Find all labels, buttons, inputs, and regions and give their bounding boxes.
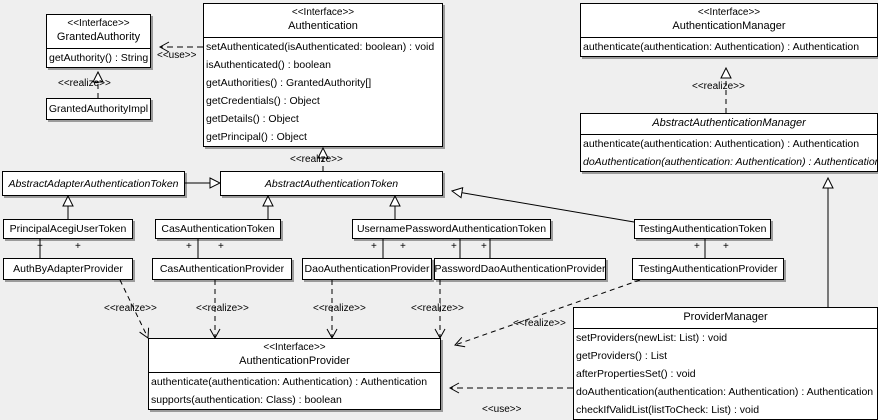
class-testing-authentication-provider[interactable]: TestingAuthenticationProvider (632, 258, 784, 280)
class-name: UsernamePasswordAuthenticationToken (356, 223, 547, 235)
multiplicity-marker: + (75, 241, 81, 252)
multiplicity-marker: + (400, 241, 406, 252)
class-header: AbstractAuthenticationManager (581, 114, 877, 134)
class-name: CasAuthenticationToken (161, 223, 275, 235)
operation-row: getProviders() : List (576, 350, 668, 362)
class-name: PrincipalAcegiUserToken (9, 223, 127, 235)
class-name: PasswordDaoAuthenticationProvider (434, 263, 606, 275)
class-authentication[interactable]: <<Interface>> Authentication setAuthenti… (203, 3, 443, 147)
class-name: ProviderManager (683, 311, 768, 323)
class-header: <<Interface>> GrantedAuthority (47, 15, 150, 48)
operation-row: getCredentials() : Object (206, 95, 320, 107)
class-abstract-adapter-authentication-token[interactable]: AbstractAdapterAuthenticationToken (2, 171, 185, 196)
operation-row: getAuthority() : String (49, 52, 149, 64)
operations-compartment: getAuthority() : String (47, 48, 150, 67)
relation-label-use-provider-manager: <<use>> (482, 404, 522, 415)
class-testing-authentication-token[interactable]: TestingAuthenticationToken (634, 219, 771, 239)
class-name: Authentication (288, 20, 358, 32)
class-name: AbstractAdapterAuthenticationToken (8, 177, 179, 190)
class-name: AbstractAuthenticationManager (652, 117, 806, 129)
relation-label-realize-auth-by-adapter-provider: <<realize>> (104, 303, 157, 314)
stereotype-label: <<Interface>> (67, 18, 130, 29)
stereotype-label: <<Interface>> (697, 7, 761, 18)
relation-label-realize-provider-manager: <<realize>> (513, 318, 566, 329)
multiplicity-marker: + (371, 241, 377, 252)
class-authentication-manager[interactable]: <<Interface>> AuthenticationManager auth… (580, 3, 878, 57)
class-name: CasAuthenticationProvider (159, 263, 285, 275)
class-principal-acegi-user-token[interactable]: PrincipalAcegiUserToken (3, 219, 133, 239)
multiplicity-marker: + (451, 241, 457, 252)
operation-row: checkIfValidList(listToCheck: List) : vo… (576, 404, 760, 416)
operation-row: getPrincipal() : Object (206, 131, 307, 143)
operation-row: afterPropertiesSet() : void (576, 368, 696, 380)
operation-row: authenticate(authentication: Authenticat… (583, 41, 860, 53)
class-name: AuthenticationManager (672, 20, 786, 32)
class-header: ProviderManager (574, 308, 877, 328)
operation-row: authenticate(authentication: Authenticat… (583, 138, 860, 150)
relation-label-realize-password-dao-authentication-provider: <<realize>> (411, 303, 464, 314)
class-name: AbstractAuthenticationToken (264, 177, 399, 190)
multiplicity-marker: + (481, 241, 487, 252)
class-header: <<Interface>> Authentication (204, 4, 442, 37)
relation-label-realize-abstract-authentication-token: <<realize>> (290, 154, 343, 165)
class-abstract-authentication-token[interactable]: AbstractAuthenticationToken (220, 171, 443, 196)
relation-label-use-authentication: <<use>> (157, 50, 197, 61)
operation-row: getAuthorities() : GrantedAuthority[] (206, 77, 372, 89)
class-granted-authority[interactable]: <<Interface>> GrantedAuthority getAuthor… (46, 14, 151, 68)
class-name: GrantedAuthority (56, 31, 141, 43)
stereotype-label: <<Interface>> (291, 7, 355, 18)
multiplicity-marker: + (694, 241, 700, 252)
class-header: <<Interface>> AuthenticationProvider (149, 339, 440, 372)
class-cas-authentication-token[interactable]: CasAuthenticationToken (155, 219, 281, 239)
class-authentication-provider[interactable]: <<Interface>> AuthenticationProvider aut… (148, 338, 441, 410)
operation-row: doAuthentication(authentication: Authent… (583, 156, 878, 168)
class-granted-authority-impl[interactable]: GrantedAuthorityImpl (46, 98, 151, 120)
operation-row: setAuthenticated(isAuthenticated: boolea… (206, 41, 435, 53)
relation-label-realize-dao-authentication-provider: <<realize>> (313, 303, 366, 314)
operations-compartment: setProviders(newList: List) : void getPr… (574, 328, 877, 419)
operation-row: isAuthenticated() : boolean (206, 59, 331, 71)
multiplicity-marker: + (37, 241, 43, 252)
class-password-dao-authentication-provider[interactable]: PasswordDaoAuthenticationProvider (434, 258, 606, 280)
stereotype-label: <<Interface>> (263, 342, 326, 353)
class-name: TestingAuthenticationToken (638, 223, 767, 235)
class-header: <<Interface>> AuthenticationManager (581, 4, 877, 37)
operations-compartment: setAuthenticated(isAuthenticated: boolea… (204, 37, 442, 146)
class-abstract-authentication-manager[interactable]: AbstractAuthenticationManager authentica… (580, 113, 878, 172)
multiplicity-marker: + (218, 241, 224, 252)
operations-compartment: authenticate(authentication: Authenticat… (581, 37, 877, 56)
class-name: AuthenticationProvider (239, 355, 350, 367)
class-name: GrantedAuthorityImpl (48, 103, 149, 115)
class-cas-authentication-provider[interactable]: CasAuthenticationProvider (152, 258, 292, 280)
class-name: DaoAuthenticationProvider (304, 263, 430, 275)
relation-label-realize-cas-authentication-provider: <<realize>> (196, 303, 249, 314)
operation-row: authenticate(authentication: Authenticat… (151, 376, 428, 388)
multiplicity-marker: + (723, 241, 729, 252)
operation-row: doAuthentication(authentication: Authent… (576, 386, 874, 398)
class-username-password-authentication-token[interactable]: UsernamePasswordAuthenticationToken (352, 219, 551, 239)
operation-row: getDetails() : Object (206, 113, 299, 125)
operation-row: setProviders(newList: List) : void (576, 332, 728, 344)
operations-compartment: authenticate(authentication: Authenticat… (149, 372, 440, 409)
class-provider-manager[interactable]: ProviderManager setProviders(newList: Li… (573, 307, 878, 420)
class-name: AuthByAdapterProvider (13, 263, 123, 275)
operations-compartment: authenticate(authentication: Authenticat… (581, 134, 878, 171)
relation-label-realize-granted-authority-impl: <<realize>> (58, 78, 111, 89)
class-dao-authentication-provider[interactable]: DaoAuthenticationProvider (302, 258, 432, 280)
class-auth-by-adapter-provider[interactable]: AuthByAdapterProvider (3, 258, 133, 280)
operation-row: supports(authentication: Class) : boolea… (151, 394, 342, 406)
multiplicity-marker: + (186, 241, 192, 252)
class-name: TestingAuthenticationProvider (638, 263, 778, 275)
relation-label-realize-abstract-authentication-manager: <<realize>> (692, 81, 745, 92)
